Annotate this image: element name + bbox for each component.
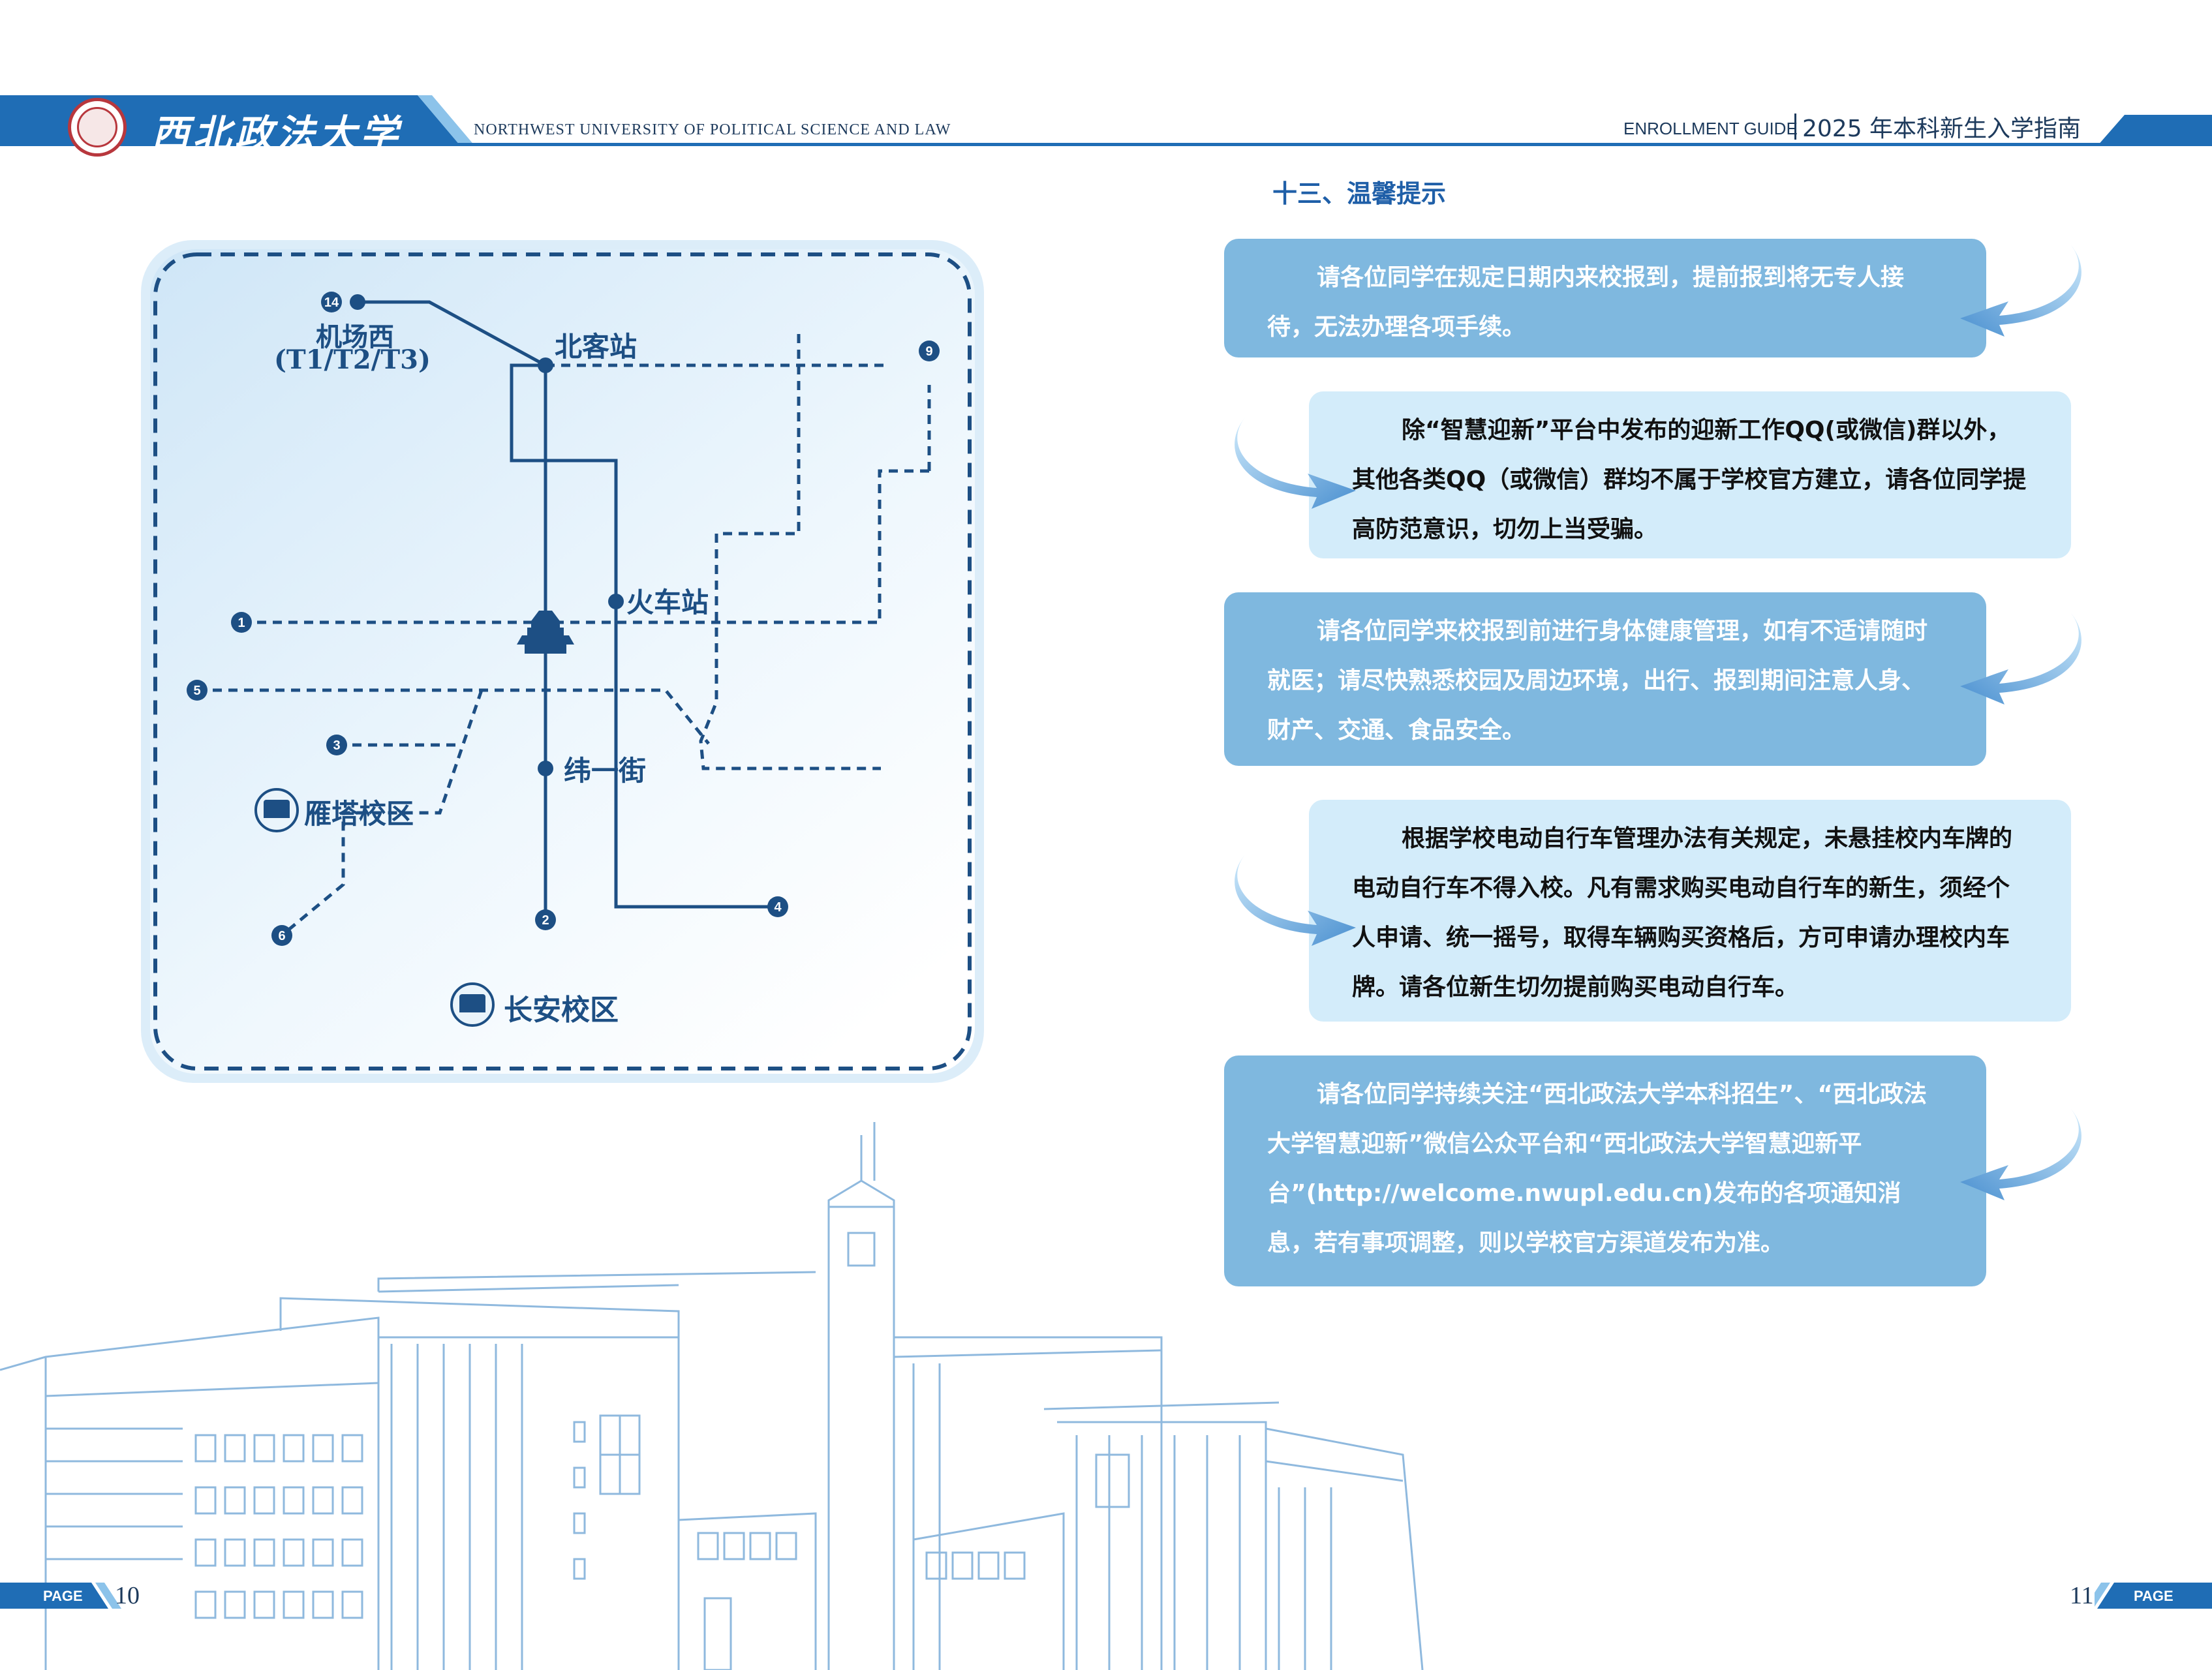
line-3b bbox=[282, 690, 484, 935]
tip-text-1: 请各位同学在规定日期内来校报到，提前报到将无专人接待，无法办理各项手续。 bbox=[1267, 264, 1905, 341]
university-name-en: NORTHWEST UNIVERSITY OF POLITICAL SCIENC… bbox=[474, 121, 951, 138]
svg-text:5: 5 bbox=[193, 684, 200, 698]
bell-tower-icon bbox=[517, 611, 574, 654]
curved-arrow-icon bbox=[1235, 855, 1356, 946]
campus-changan: 长安校区 bbox=[504, 994, 619, 1027]
svg-text:2: 2 bbox=[542, 913, 549, 928]
section-title-tips: 十三、温馨提示 bbox=[1272, 179, 1447, 208]
svg-text:3: 3 bbox=[333, 738, 340, 753]
station-airport-west: 机场西 bbox=[316, 322, 394, 352]
svg-text:14: 14 bbox=[324, 296, 339, 310]
header-separator bbox=[1794, 114, 1796, 140]
tip-text-4: 根据学校电动自行车管理办法有关规定，未悬挂校内车牌的电动自行车不得入校。凡有需求… bbox=[1352, 825, 2013, 1001]
line-north-branch bbox=[699, 334, 881, 770]
university-name-cn: 西北政法大学 bbox=[151, 112, 403, 156]
svg-text:9: 9 bbox=[925, 344, 932, 359]
tip-card-5: 请各位同学持续关注“西北政法大学本科招生”、“西北政法大学智慧迎新”微信公众平台… bbox=[1224, 1055, 1986, 1286]
curved-arrow-icon bbox=[1960, 1109, 2081, 1200]
metro-map-drawing: 14 9 1 5 3 6 2 4 bbox=[141, 240, 984, 1083]
yanta-campus-icon bbox=[254, 788, 299, 832]
tip-text-2: 除“智慧迎新”平台中发布的迎新工作QQ(或微信)群以外，其他各类QQ（或微信）群… bbox=[1352, 417, 2027, 543]
campus-yanta: 雁塔校区 bbox=[304, 798, 414, 830]
station-weiyi: 纬一街 bbox=[564, 755, 647, 787]
line-badge-2: 2 bbox=[535, 909, 556, 930]
line-14 bbox=[358, 300, 547, 367]
tip-text-3: 请各位同学来校报到前进行身体健康管理，如有不适请随时就医；请尽快熟悉校园及周边环… bbox=[1267, 618, 1928, 744]
page-number-left: 10 bbox=[115, 1582, 140, 1609]
page-label-left: PAGE bbox=[43, 1588, 83, 1604]
campus-building-sketch bbox=[0, 1122, 1424, 1670]
university-logo bbox=[68, 98, 127, 157]
metro-map: 14 9 1 5 3 6 2 4 机场西 (T1/T2/T3) 北客站 火车站 … bbox=[140, 239, 985, 1084]
curved-arrow-icon bbox=[1960, 245, 2081, 337]
line-1 bbox=[241, 469, 929, 624]
line-badge-9: 9 bbox=[919, 341, 940, 361]
line-badge-1: 1 bbox=[231, 612, 252, 633]
svg-text:6: 6 bbox=[278, 929, 285, 943]
line-4 bbox=[510, 363, 778, 909]
line-badge-6: 6 bbox=[271, 925, 292, 946]
enrollment-guide-en: ENROLLMENT GUIDE bbox=[1623, 119, 1798, 138]
curved-arrow-icon bbox=[1960, 613, 2081, 705]
tip-card-3: 请各位同学来校报到前进行身体健康管理，如有不适请随时就医；请尽快熟悉校园及周边环… bbox=[1224, 592, 1986, 766]
tip-card-4: 根据学校电动自行车管理办法有关规定，未悬挂校内车牌的电动自行车不得入校。凡有需求… bbox=[1309, 800, 2071, 1022]
station-north: 北客站 bbox=[555, 331, 637, 363]
footer-band-right bbox=[2095, 1583, 2212, 1609]
seal-icon bbox=[77, 107, 117, 147]
enrollment-guide-cn: 2025 年本科新生入学指南 bbox=[1802, 115, 2081, 142]
header-rule bbox=[0, 143, 2212, 146]
station-railway: 火车站 bbox=[626, 586, 709, 618]
station-airport-terminals: (T1/T2/T3) bbox=[274, 344, 431, 375]
tip-card-2: 除“智慧迎新”平台中发布的迎新工作QQ(或微信)群以外，其他各类QQ（或微信）群… bbox=[1309, 391, 2071, 558]
footer-band-left bbox=[0, 1583, 121, 1609]
line-badge-14: 14 bbox=[321, 292, 342, 312]
tip-card-1: 请各位同学在规定日期内来校报到，提前报到将无专人接待，无法办理各项手续。 bbox=[1224, 239, 1986, 357]
page-label-right: PAGE bbox=[2134, 1588, 2174, 1604]
line-badge-4: 4 bbox=[767, 896, 788, 917]
line-badge-3: 3 bbox=[326, 735, 347, 755]
page-number-right: 11 bbox=[2070, 1582, 2094, 1609]
changan-campus-icon bbox=[450, 982, 495, 1027]
line-badge-5: 5 bbox=[187, 680, 207, 701]
svg-text:4: 4 bbox=[774, 900, 782, 915]
svg-text:1: 1 bbox=[238, 616, 245, 630]
tip-text-5: 请各位同学持续关注“西北政法大学本科招生”、“西北政法大学智慧迎新”微信公众平台… bbox=[1267, 1081, 1927, 1256]
curved-arrow-icon bbox=[1235, 418, 1356, 509]
